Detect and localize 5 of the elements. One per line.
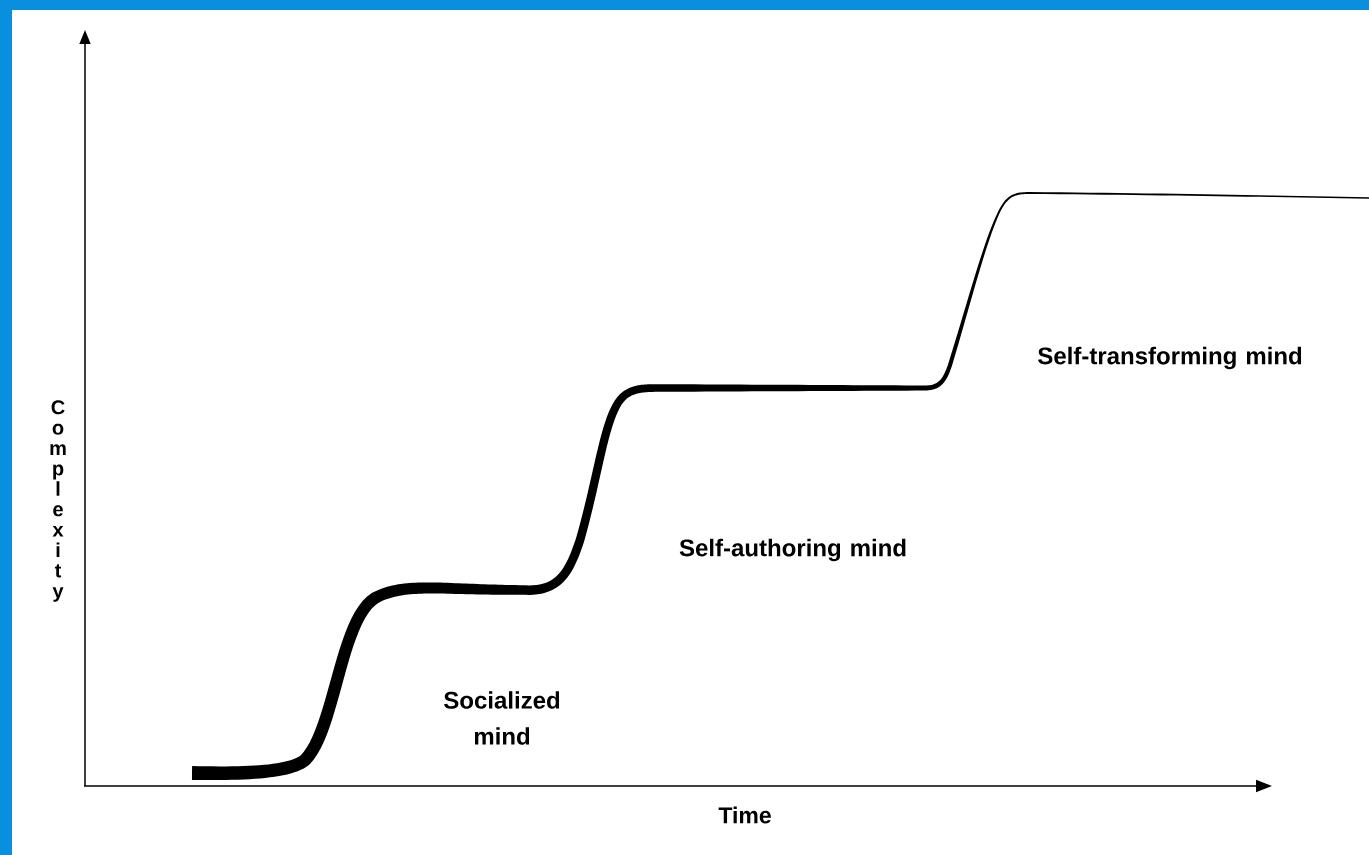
stage-label: Self-authoring mind <box>679 538 906 562</box>
axis-title: Time <box>718 806 771 824</box>
axis-title: Complexity <box>50 400 66 602</box>
stage-label: Socialized mind <box>444 691 560 745</box>
stage-label: Self-transforming mind <box>1038 346 1302 370</box>
